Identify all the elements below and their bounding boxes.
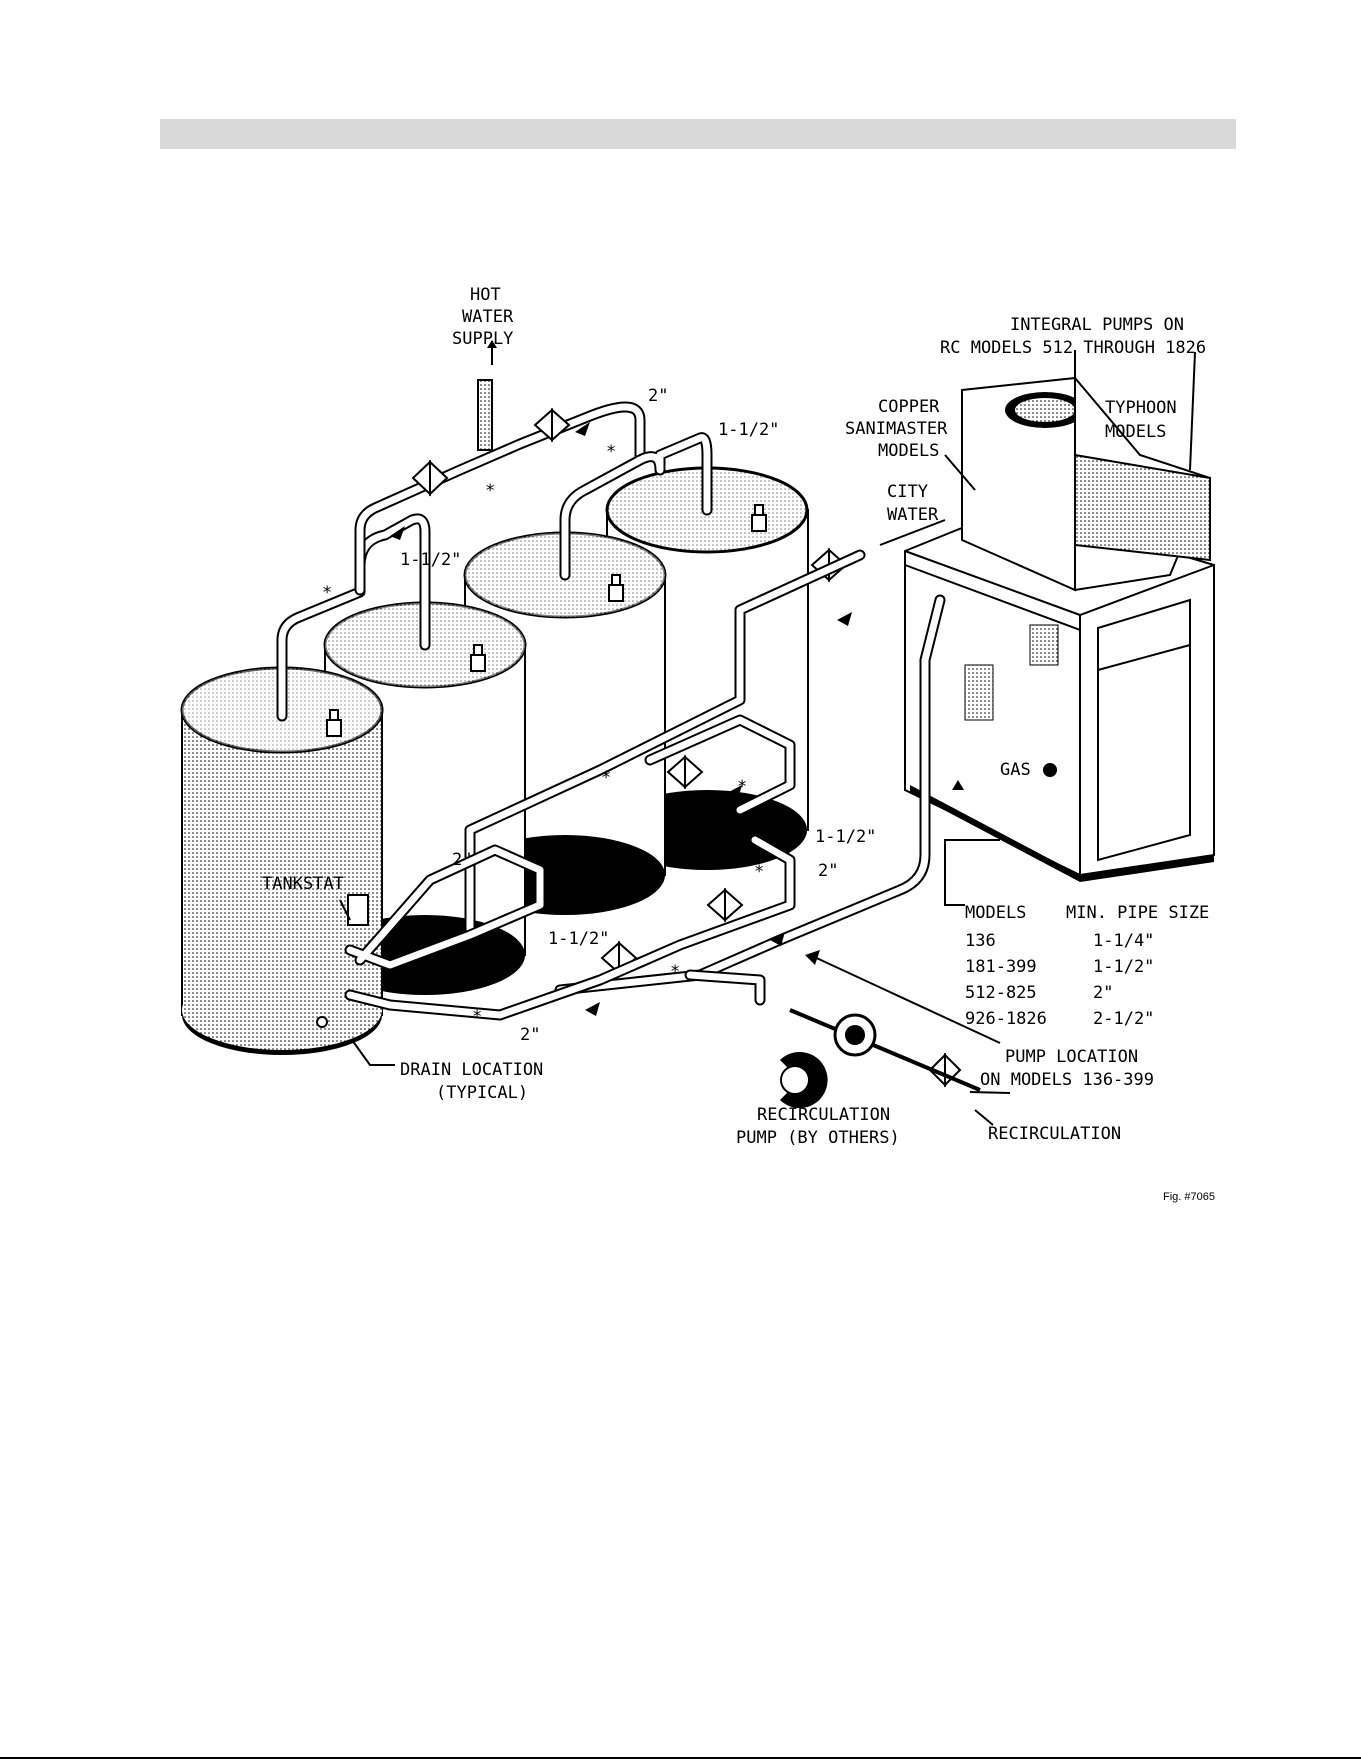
table-header-models: MODELS [965, 903, 1026, 923]
asterisk-marker: * [472, 1007, 482, 1027]
pipe-size-label: 1-1/2" [718, 420, 779, 440]
asterisk-marker: * [322, 583, 332, 603]
recirculation-pump-label-2: PUMP (BY OTHERS) [736, 1128, 900, 1148]
pipe-size-label: 1-1/2" [548, 929, 609, 949]
city-water-label-2: WATER [887, 505, 939, 525]
drain-location-label-2: (TYPICAL) [436, 1083, 528, 1103]
copper-sanimaster-label-1: COPPER [878, 397, 940, 417]
pipe-size-label: 2" [818, 861, 838, 881]
figure-number: Fig. #7065 [1163, 1191, 1215, 1203]
recirculation-label: RECIRCULATION [988, 1124, 1121, 1144]
hot-water-supply-label-3: SUPPLY [452, 329, 513, 349]
pipe-size-label: 1-1/2" [815, 827, 876, 847]
table-row-size: 2" [1093, 983, 1113, 1003]
asterisk-marker: * [453, 922, 463, 942]
pipe-size-label: 2" [648, 386, 668, 406]
vent-hood [961, 375, 1212, 592]
pipe-size-label: 2" [520, 1025, 540, 1045]
table-row-size: 1-1/4" [1093, 931, 1154, 951]
min-pipe-size-table: MODELS MIN. PIPE SIZE 136 1-1/4" 181-399… [965, 903, 1209, 1029]
recirculation-pump-label-1: RECIRCULATION [757, 1105, 890, 1125]
copper-sanimaster-label-2: SANIMASTER [845, 419, 948, 439]
water-heater-unit: GAS [904, 504, 1215, 882]
gas-label: GAS [1000, 760, 1031, 780]
drain-location-label-1: DRAIN LOCATION [400, 1060, 543, 1080]
integral-pumps-label-2: RC MODELS 512 THROUGH 1826 [940, 338, 1206, 358]
asterisk-marker: * [754, 862, 764, 882]
pump-location-label-1: PUMP LOCATION [1005, 1047, 1138, 1067]
tankstat-label: TANKSTAT [262, 874, 344, 894]
integral-pumps-label-1: INTEGRAL PUMPS ON [1010, 315, 1184, 335]
tankstat-icon [347, 894, 369, 926]
asterisk-marker: * [601, 768, 611, 788]
asterisk-marker: * [737, 777, 747, 797]
typhoon-models-label-2: MODELS [1105, 422, 1166, 442]
pipe-size-label: 2" [452, 850, 472, 870]
header-bar [160, 119, 1236, 149]
leader-lines [339, 350, 1196, 1126]
asterisk-marker: * [485, 481, 495, 501]
cold-water-piping [344, 549, 946, 1021]
table-header-size: MIN. PIPE SIZE [1066, 903, 1209, 923]
table-row-size: 1-1/2" [1093, 957, 1154, 977]
table-row-models: 512-825 [965, 983, 1037, 1003]
hot-water-supply-label-2: WATER [462, 307, 514, 327]
typhoon-models-label-1: TYPHOON [1105, 398, 1177, 418]
pipe-size-label: 1-1/2" [400, 550, 461, 570]
relief-valve-icon [326, 504, 767, 737]
valve-icon [411, 407, 962, 1088]
copper-sanimaster-label-3: MODELS [878, 441, 939, 461]
hot-water-piping [276, 340, 713, 722]
hot-water-supply-label-1: HOT [470, 285, 501, 305]
table-row-models: 136 [965, 931, 996, 951]
pump-location-label-2: ON MODELS 136-399 [980, 1070, 1154, 1090]
bottom-rule [0, 1757, 1361, 1759]
storage-tank-1 [180, 666, 384, 1055]
recirculation-pump-icon [780, 1008, 981, 1108]
flow-arrow-icon [390, 422, 964, 1016]
table-row-models: 926-1826 [965, 1009, 1047, 1029]
table-row-size: 2-1/2" [1093, 1009, 1154, 1029]
city-water-label-1: CITY [887, 482, 928, 502]
table-row-models: 181-399 [965, 957, 1037, 977]
asterisk-marker: * [670, 962, 680, 982]
asterisk-marker: * [606, 442, 616, 462]
